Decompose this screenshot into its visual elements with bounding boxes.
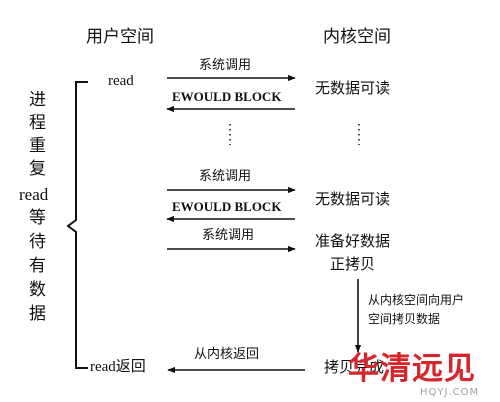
copy-done-label: 拷贝完成 bbox=[324, 358, 385, 376]
copying-label: 正拷贝 bbox=[330, 255, 376, 273]
left-label-word: read bbox=[19, 185, 49, 204]
left-label-char: 进 bbox=[29, 90, 46, 110]
left-label-char: 等 bbox=[29, 208, 46, 228]
no-data-label-1: 无数据可读 bbox=[315, 79, 391, 97]
left-label-char: 复 bbox=[29, 159, 46, 179]
watermark-brand: 华清远见 bbox=[348, 351, 476, 387]
copy-note-line2: 空间拷贝数据 bbox=[368, 312, 441, 326]
ewouldblock-label-2: EWOULD BLOCK bbox=[172, 199, 282, 214]
left-label-char: 有 bbox=[29, 256, 46, 276]
read-return-label: read返回 bbox=[90, 359, 146, 375]
left-brace bbox=[66, 81, 88, 369]
left-label-char: 待 bbox=[29, 232, 46, 252]
syscall-label-3: 系统调用 bbox=[202, 228, 255, 243]
no-data-label-2: 无数据可读 bbox=[315, 190, 391, 208]
data-ready-label: 准备好数据 bbox=[315, 232, 391, 250]
ewouldblock-label-1: EWOULD BLOCK bbox=[172, 89, 282, 104]
syscall-label-1: 系统调用 bbox=[199, 58, 252, 73]
left-label-char: 程 bbox=[29, 113, 46, 133]
syscall-label-2: 系统调用 bbox=[199, 169, 252, 184]
header-kernel-space: 内核空间 bbox=[323, 27, 391, 47]
left-label-char: 据 bbox=[29, 304, 46, 324]
watermark-site: HQYJ.COM bbox=[420, 387, 480, 398]
left-label-char: 重 bbox=[29, 136, 46, 156]
header-user-space: 用户空间 bbox=[86, 27, 154, 47]
left-label-char: 数 bbox=[29, 280, 46, 300]
read-call-label: read bbox=[108, 73, 134, 89]
copy-note-line1: 从内核空间向用户 bbox=[368, 293, 465, 307]
return-from-kernel-label: 从内核返回 bbox=[194, 347, 260, 362]
